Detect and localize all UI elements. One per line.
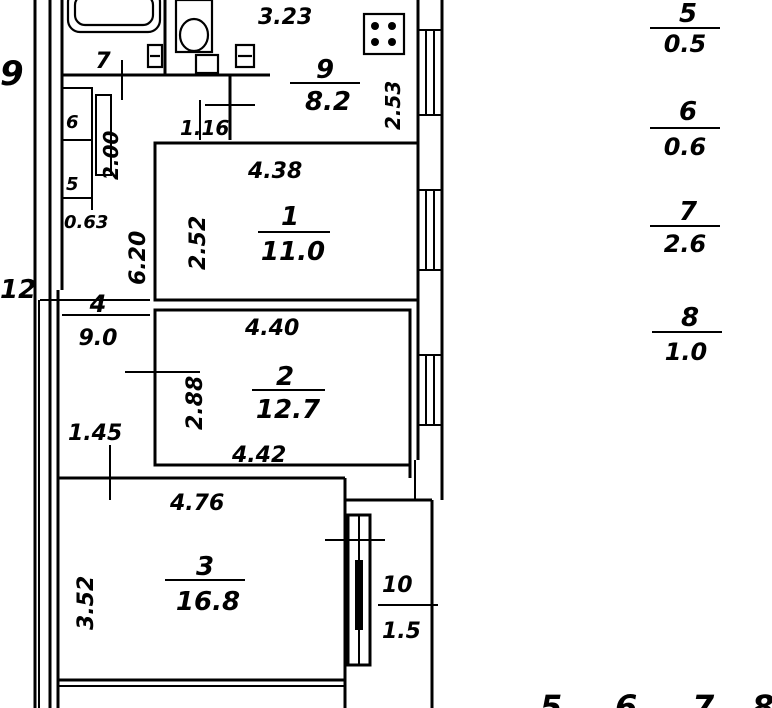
room-1-width: 4.38: [247, 159, 302, 184]
svg-text:2.6: 2.6: [664, 230, 707, 258]
svg-text:5: 5: [540, 688, 562, 708]
room-9-area: 8.2: [305, 87, 351, 117]
legend-item-7: 7 2.6: [650, 197, 720, 258]
stove: [362, 12, 406, 56]
room-9-label: 3.23 9 8.2 2.53: [258, 5, 405, 130]
svg-text:7: 7: [692, 688, 715, 708]
dim-6: 6: [66, 112, 79, 133]
bathtub: [66, 0, 162, 34]
room-3-depth: 3.52: [74, 576, 99, 630]
room-7-depth: 2.00: [99, 131, 123, 180]
room-1-label: 4.38 1 11.0 2.52: [186, 159, 330, 270]
dim-0-63: 0.63: [64, 212, 108, 233]
sink-right: [234, 43, 256, 69]
room-3-number: 3: [196, 552, 214, 582]
walls: [33, 0, 444, 708]
room-4-depth: 6.20: [126, 231, 151, 285]
room-2-depth: 2.88: [183, 376, 208, 430]
room-4-label: 4 9.0 1.45 6.20: [68, 231, 151, 446]
dim-1-16: 1.16: [180, 116, 229, 140]
legend: 5 0.5 6 0.6 7 2.6 8 1.0: [650, 0, 722, 366]
room-7-label: 7 2.00: [95, 49, 123, 180]
room-4-area: 9.0: [79, 326, 118, 351]
room-3-width: 4.76: [169, 491, 224, 516]
room-9-depth: 2.53: [381, 81, 405, 130]
svg-text:6: 6: [615, 688, 637, 708]
room-4-number: 4: [89, 290, 107, 318]
svg-text:0.6: 0.6: [664, 133, 707, 161]
room-9-number: 9: [316, 55, 334, 85]
room-10-area: 1.5: [382, 619, 421, 644]
bottom-number-strip: 5 6 7 8: [540, 688, 772, 708]
room-1-number: 1: [281, 202, 299, 232]
room-2-area: 12.7: [256, 395, 321, 425]
room-3-label: 4.76 3 16.8 3.52: [74, 491, 245, 630]
toilet: [174, 0, 220, 75]
svg-text:8: 8: [681, 303, 699, 333]
room-4-width: 1.45: [68, 421, 122, 446]
room-10-number: 10: [382, 573, 413, 598]
legend-item-8: 8 1.0: [652, 303, 722, 366]
sink-left: [146, 43, 164, 69]
edge-label-top: 9: [0, 54, 24, 94]
legend-item-6: 6 0.6: [650, 97, 720, 161]
room-2-number: 2: [276, 362, 294, 392]
room-2-width: 4.40: [244, 316, 299, 341]
svg-text:5: 5: [679, 0, 697, 29]
svg-text:7: 7: [679, 197, 698, 227]
room-7-number: 7: [95, 49, 111, 74]
room-2-width-bottom: 4.42: [231, 443, 286, 468]
svg-text:8: 8: [752, 688, 772, 708]
room-1-area: 11.0: [261, 237, 325, 267]
room-10-label: 10 1.5: [378, 573, 438, 644]
svg-text:1.0: 1.0: [665, 338, 708, 366]
room-9-width: 3.23: [258, 5, 312, 30]
svg-text:6: 6: [679, 97, 697, 127]
room-3-area: 16.8: [176, 587, 240, 617]
svg-text:0.5: 0.5: [664, 30, 707, 58]
dim-5: 5: [66, 174, 79, 195]
legend-item-5: 5 0.5: [650, 0, 720, 58]
room-1-depth: 2.52: [186, 216, 211, 270]
room-2-label: 4.40 2 12.7 2.88 4.42: [183, 316, 325, 468]
edge-label-mid: 12: [0, 275, 36, 305]
